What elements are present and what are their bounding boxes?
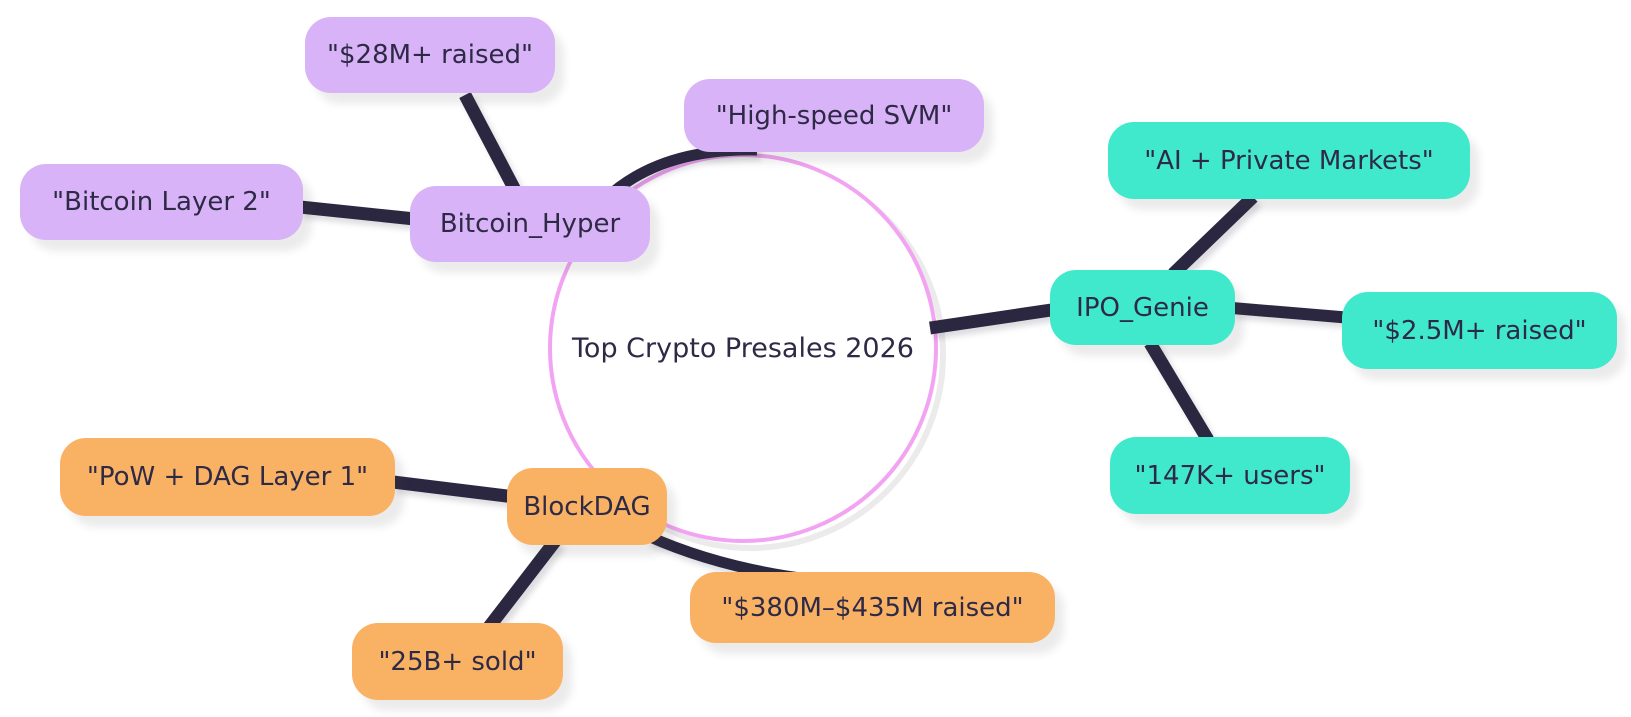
leaf-147k-users: "147K+ users"	[1110, 437, 1350, 514]
leaf-25b-sold: "25B+ sold"	[352, 623, 563, 700]
leaf-2-5m-raised: "$2.5M+ raised"	[1342, 292, 1617, 369]
edge-bitcoin-hyper-layer2	[299, 200, 416, 226]
branch-bitcoin-hyper: Bitcoin_Hyper	[410, 186, 650, 262]
leaf-pow-dag-layer-1: "PoW + DAG Layer 1"	[60, 438, 395, 516]
edges-group	[299, 91, 1353, 631]
branch-blockdag: BlockDAG	[507, 468, 667, 545]
edge-ipo-genie-users	[1144, 339, 1214, 444]
edge-ipo-genie-raised	[1231, 302, 1353, 324]
edge-ipo-genie-ai	[1168, 192, 1258, 279]
leaf-28m-raised: "$28M+ raised"	[305, 17, 555, 93]
branch-ipo-genie: IPO_Genie	[1050, 270, 1235, 345]
edge-pow-blockdag	[392, 475, 516, 504]
edge-bitcoin-hyper-28m	[459, 91, 522, 196]
leaf-380m-435m-raised: "$380M–$435M raised"	[690, 572, 1055, 643]
edge-blockdag-sold	[483, 536, 562, 631]
leaf-ai-private-markets: "AI + Private Markets"	[1108, 122, 1470, 199]
leaf-high-speed-svm: "High-speed SVM"	[684, 79, 984, 152]
leaf-bitcoin-layer-2: "Bitcoin Layer 2"	[20, 164, 303, 240]
edge-circle-ipo-genie	[929, 302, 1059, 335]
center-topic: Top Crypto Presales 2026	[572, 332, 914, 364]
